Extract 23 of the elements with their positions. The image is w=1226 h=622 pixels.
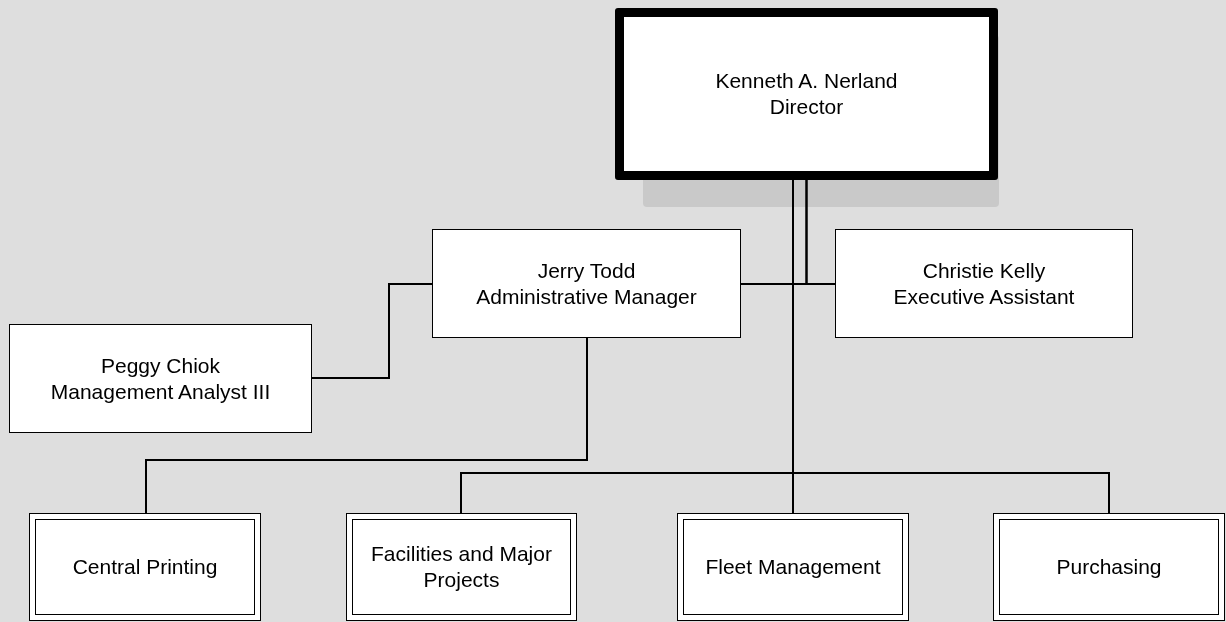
position-box (835, 229, 1133, 338)
person-name: Christie Kelly (921, 257, 1047, 284)
person-name: Peggy Chiok (99, 352, 222, 379)
position-title: Management Analyst III (49, 378, 272, 405)
unit-box (29, 513, 261, 621)
position-title: Facilities and Major Projects (370, 541, 553, 593)
position-title: Administrative Manager (475, 283, 698, 310)
connector-line (145, 337, 588, 514)
position-title: Executive Assistant (892, 283, 1076, 310)
position-title: Purchasing (1055, 554, 1163, 580)
position-title: Director (768, 94, 845, 120)
unit-box (993, 513, 1225, 621)
person-name: Kenneth A. Nerland (714, 68, 899, 94)
position-box (9, 324, 312, 433)
position-title: Fleet Management (704, 554, 882, 580)
connector-line (805, 179, 836, 285)
position-title: Central Printing (71, 554, 219, 580)
director-box (615, 8, 998, 180)
connector-line (311, 283, 433, 379)
unit-box (346, 513, 577, 621)
position-box (432, 229, 741, 338)
person-name: Jerry Todd (536, 257, 637, 284)
unit-box (677, 513, 909, 621)
